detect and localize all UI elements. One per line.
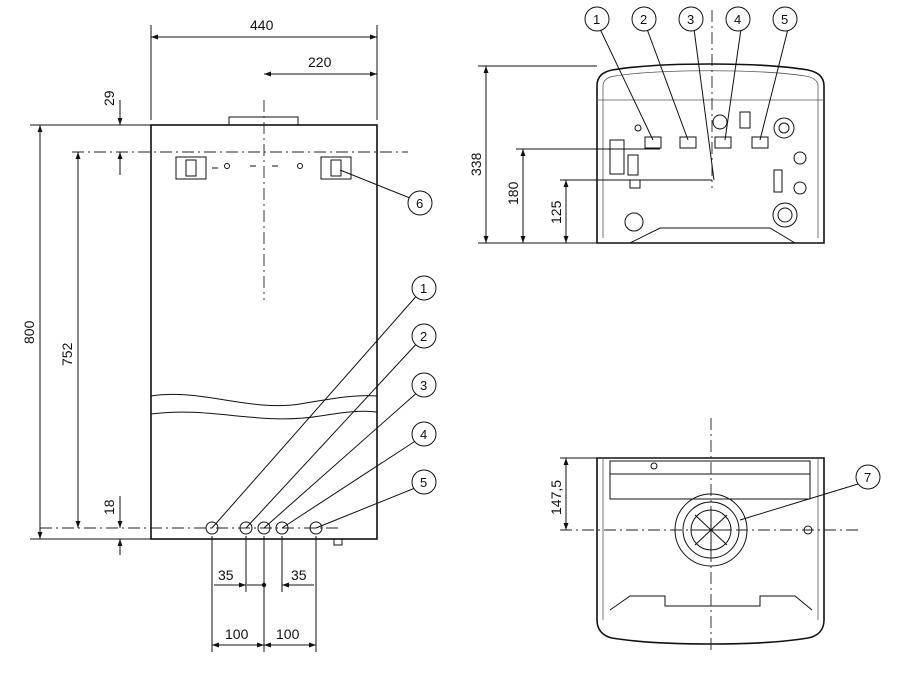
bottom-callout-7: 7 [855,464,881,490]
svg-text:3: 3 [687,12,694,27]
front-panel-curve [150,393,378,407]
top-callout-3: 3 [678,6,704,32]
front-view: 440 220 29 800 752 18 35 35 [21,17,437,652]
svg-text:1: 1 [420,281,427,296]
top-callout-5: 5 [772,6,798,32]
dim-flue: 147,5 [548,480,564,515]
top-view: 338 180 125 1 2 3 4 5 [468,6,825,244]
callout-6: 6 [407,190,433,216]
svg-text:5: 5 [420,475,427,490]
callout-1: 1 [411,275,437,301]
svg-text:4: 4 [734,12,741,27]
dim-mount-height: 752 [59,342,75,366]
svg-text:4: 4 [420,427,427,442]
bottom-view: 147,5 7 [548,418,881,650]
svg-text:6: 6 [416,196,423,211]
dim-top-offset: 29 [101,90,117,106]
dim-outer-right: 100 [276,626,300,642]
dim-125: 125 [548,200,564,224]
callout-3: 3 [411,372,437,398]
dim-outer-left: 100 [225,626,249,642]
svg-text:7: 7 [864,470,871,485]
mounting-bracket [175,156,352,180]
dim-half-width: 220 [308,54,332,70]
top-callout-4: 4 [725,6,751,32]
svg-text:2: 2 [640,12,647,27]
svg-text:5: 5 [781,12,788,27]
svg-text:3: 3 [420,378,427,393]
top-callout-2: 2 [631,6,657,32]
bottom-view-outline [596,457,825,645]
top-view-outline [596,63,825,244]
dim-180: 180 [505,181,521,205]
dim-bottom-offset: 18 [101,499,117,515]
callout-5: 5 [411,469,437,495]
dim-depth: 338 [468,152,484,176]
dim-height: 800 [21,320,37,344]
dim-spacing-left: 35 [218,567,234,583]
svg-text:2: 2 [420,329,427,344]
dim-width: 440 [250,17,274,33]
boiler-body [150,124,378,540]
callout-4: 4 [411,421,437,447]
top-collar [228,116,299,126]
dim-spacing-right: 35 [291,567,307,583]
connection-points [205,521,343,546]
top-callout-1: 1 [584,6,610,32]
svg-text:1: 1 [593,12,600,27]
callout-2: 2 [411,323,437,349]
